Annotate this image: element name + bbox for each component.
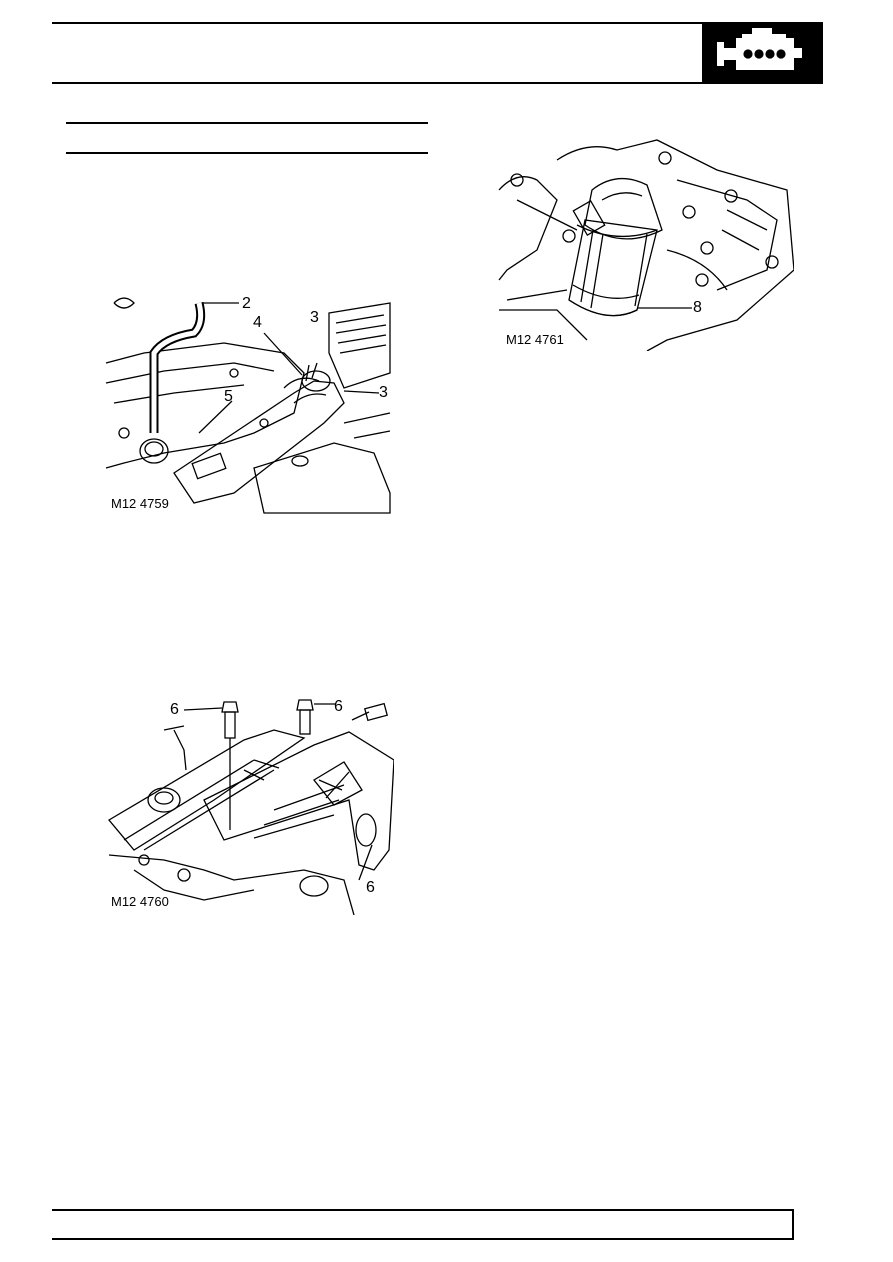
callout-5: 5	[224, 388, 233, 405]
callout-3: 3	[310, 309, 319, 326]
figure-m12-4760: M12 4760 6 6 6	[104, 690, 394, 915]
figure-m12-4759: M12 4759 2 3 4 3 5	[104, 293, 392, 515]
section-rule-top	[66, 122, 428, 124]
oil-filter-drawing	[498, 139, 794, 351]
callout-8: 8	[693, 299, 702, 316]
callout-6c: 6	[366, 879, 375, 896]
figure-id: M12 4760	[110, 894, 170, 909]
engine-cover-drawing	[108, 699, 394, 915]
callout-6b: 6	[334, 698, 343, 715]
figure-id: M12 4761	[505, 332, 565, 347]
section-rule-bottom	[66, 152, 428, 154]
callout-2: 2	[242, 295, 251, 312]
header-top-rule	[52, 22, 823, 24]
footer-bottom-rule	[52, 1238, 794, 1240]
section-icon-tab	[702, 22, 823, 84]
figure-m12-4761: M12 4761 8	[497, 130, 794, 351]
engine-icon	[717, 28, 802, 70]
callout-4: 4	[253, 314, 262, 331]
callout-3b: 3	[379, 384, 388, 401]
header-bottom-rule	[52, 82, 702, 84]
figure-id: M12 4759	[110, 496, 170, 511]
engine-bay-drawing-1	[105, 294, 391, 514]
callout-6a: 6	[170, 701, 179, 718]
footer-top-rule	[52, 1209, 794, 1211]
footer-right-rule	[792, 1209, 794, 1240]
